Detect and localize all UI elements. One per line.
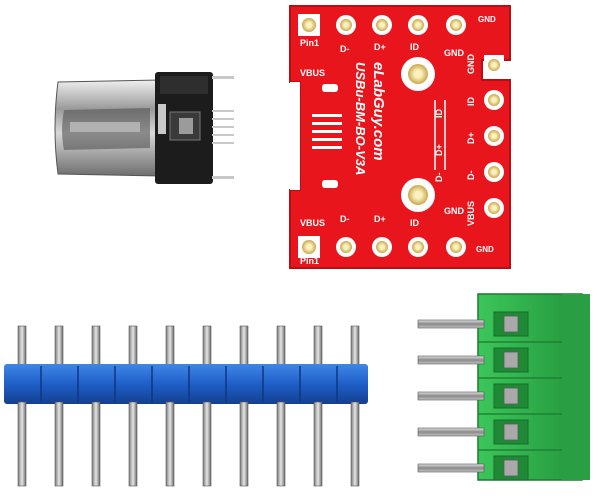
- pcb-right-pads: [484, 55, 504, 218]
- header-pin-top: [276, 325, 286, 367]
- label-pin1-bottom: Pin1: [300, 256, 319, 266]
- header-pin-bottom: [17, 401, 27, 487]
- label-dplus-right: D+: [466, 132, 476, 144]
- label-dplus-center: D+: [434, 144, 444, 156]
- terminal-pin: [417, 355, 485, 365]
- usb-breakout-pcb: Pin1 VBUS D- D+ ID GND GND VBUS Pin1 D- …: [289, 5, 511, 269]
- header-pin-top: [239, 325, 249, 367]
- terminal-screw-clamp: [503, 387, 519, 405]
- header-pin-top: [165, 325, 175, 367]
- label-dminus-top: D-: [340, 44, 350, 54]
- pcb-brand-text: eLabGuy.com: [370, 62, 387, 161]
- header-pin-top: [91, 325, 101, 367]
- label-gnd-bottom: GND: [444, 206, 465, 216]
- label-dminus-bottom: D-: [340, 214, 350, 224]
- header-pin-top: [17, 325, 27, 367]
- terminal-screw-clamp: [503, 423, 519, 441]
- header-pin-top: [54, 325, 64, 367]
- label-id-center: ID: [434, 108, 444, 118]
- terminal-pin: [417, 319, 485, 329]
- header-pin-bottom: [54, 401, 64, 487]
- label-dplus-top: D+: [374, 42, 386, 52]
- terminal-screw-clamp: [503, 315, 519, 333]
- label-vbus-bottom: VBUS: [300, 218, 325, 228]
- header-pin-bottom: [202, 401, 212, 487]
- header-pin-bottom: [239, 401, 249, 487]
- pcb-model-text: USBu-BM-BO-V3A: [353, 62, 368, 175]
- screw-terminal-block: [417, 293, 590, 481]
- header-pin-top: [350, 325, 360, 367]
- label-dplus-bottom: D+: [374, 214, 386, 224]
- label-dminus-center: D-: [434, 173, 444, 183]
- label-id-top: ID: [410, 42, 420, 52]
- header-pin-top: [202, 325, 212, 367]
- header-pin-bottom: [313, 401, 323, 487]
- pcb-bottom-pads: [298, 236, 466, 258]
- header-pin-bottom: [91, 401, 101, 487]
- label-pin1-top: Pin1: [300, 38, 319, 48]
- header-pin-bottom: [128, 401, 138, 487]
- label-gnd-right: GND: [466, 54, 476, 75]
- terminal-pin: [417, 391, 485, 401]
- label-id-bottom: ID: [410, 218, 420, 228]
- label-dminus-right: D-: [466, 171, 476, 181]
- label-gnd-bottom-corner: GND: [476, 245, 494, 254]
- label-id-right: ID: [466, 96, 476, 106]
- header-pin-bottom: [350, 401, 360, 487]
- header-pin-bottom: [276, 401, 286, 487]
- pin-header-strip: [4, 325, 368, 487]
- pcb-mounting-holes: [401, 57, 435, 212]
- terminal-screw-clamp: [503, 459, 519, 477]
- terminal-screw-clamp: [503, 351, 519, 369]
- label-vbus-right: VBUS: [466, 201, 476, 226]
- label-gnd-corner: GND: [478, 15, 496, 24]
- header-pin-top: [313, 325, 323, 367]
- header-pin-top: [128, 325, 138, 367]
- label-vbus-top: VBUS: [300, 68, 325, 78]
- micro-usb-connector: [54, 72, 234, 184]
- pcb-smd-pads: [312, 84, 342, 188]
- label-gnd-top: GND: [444, 48, 465, 58]
- pcb-top-pads: [298, 14, 466, 36]
- header-pin-bottom: [165, 401, 175, 487]
- terminal-pin: [417, 427, 485, 437]
- terminal-pin: [417, 463, 485, 473]
- pcb-silkscreen-lines: [434, 100, 446, 170]
